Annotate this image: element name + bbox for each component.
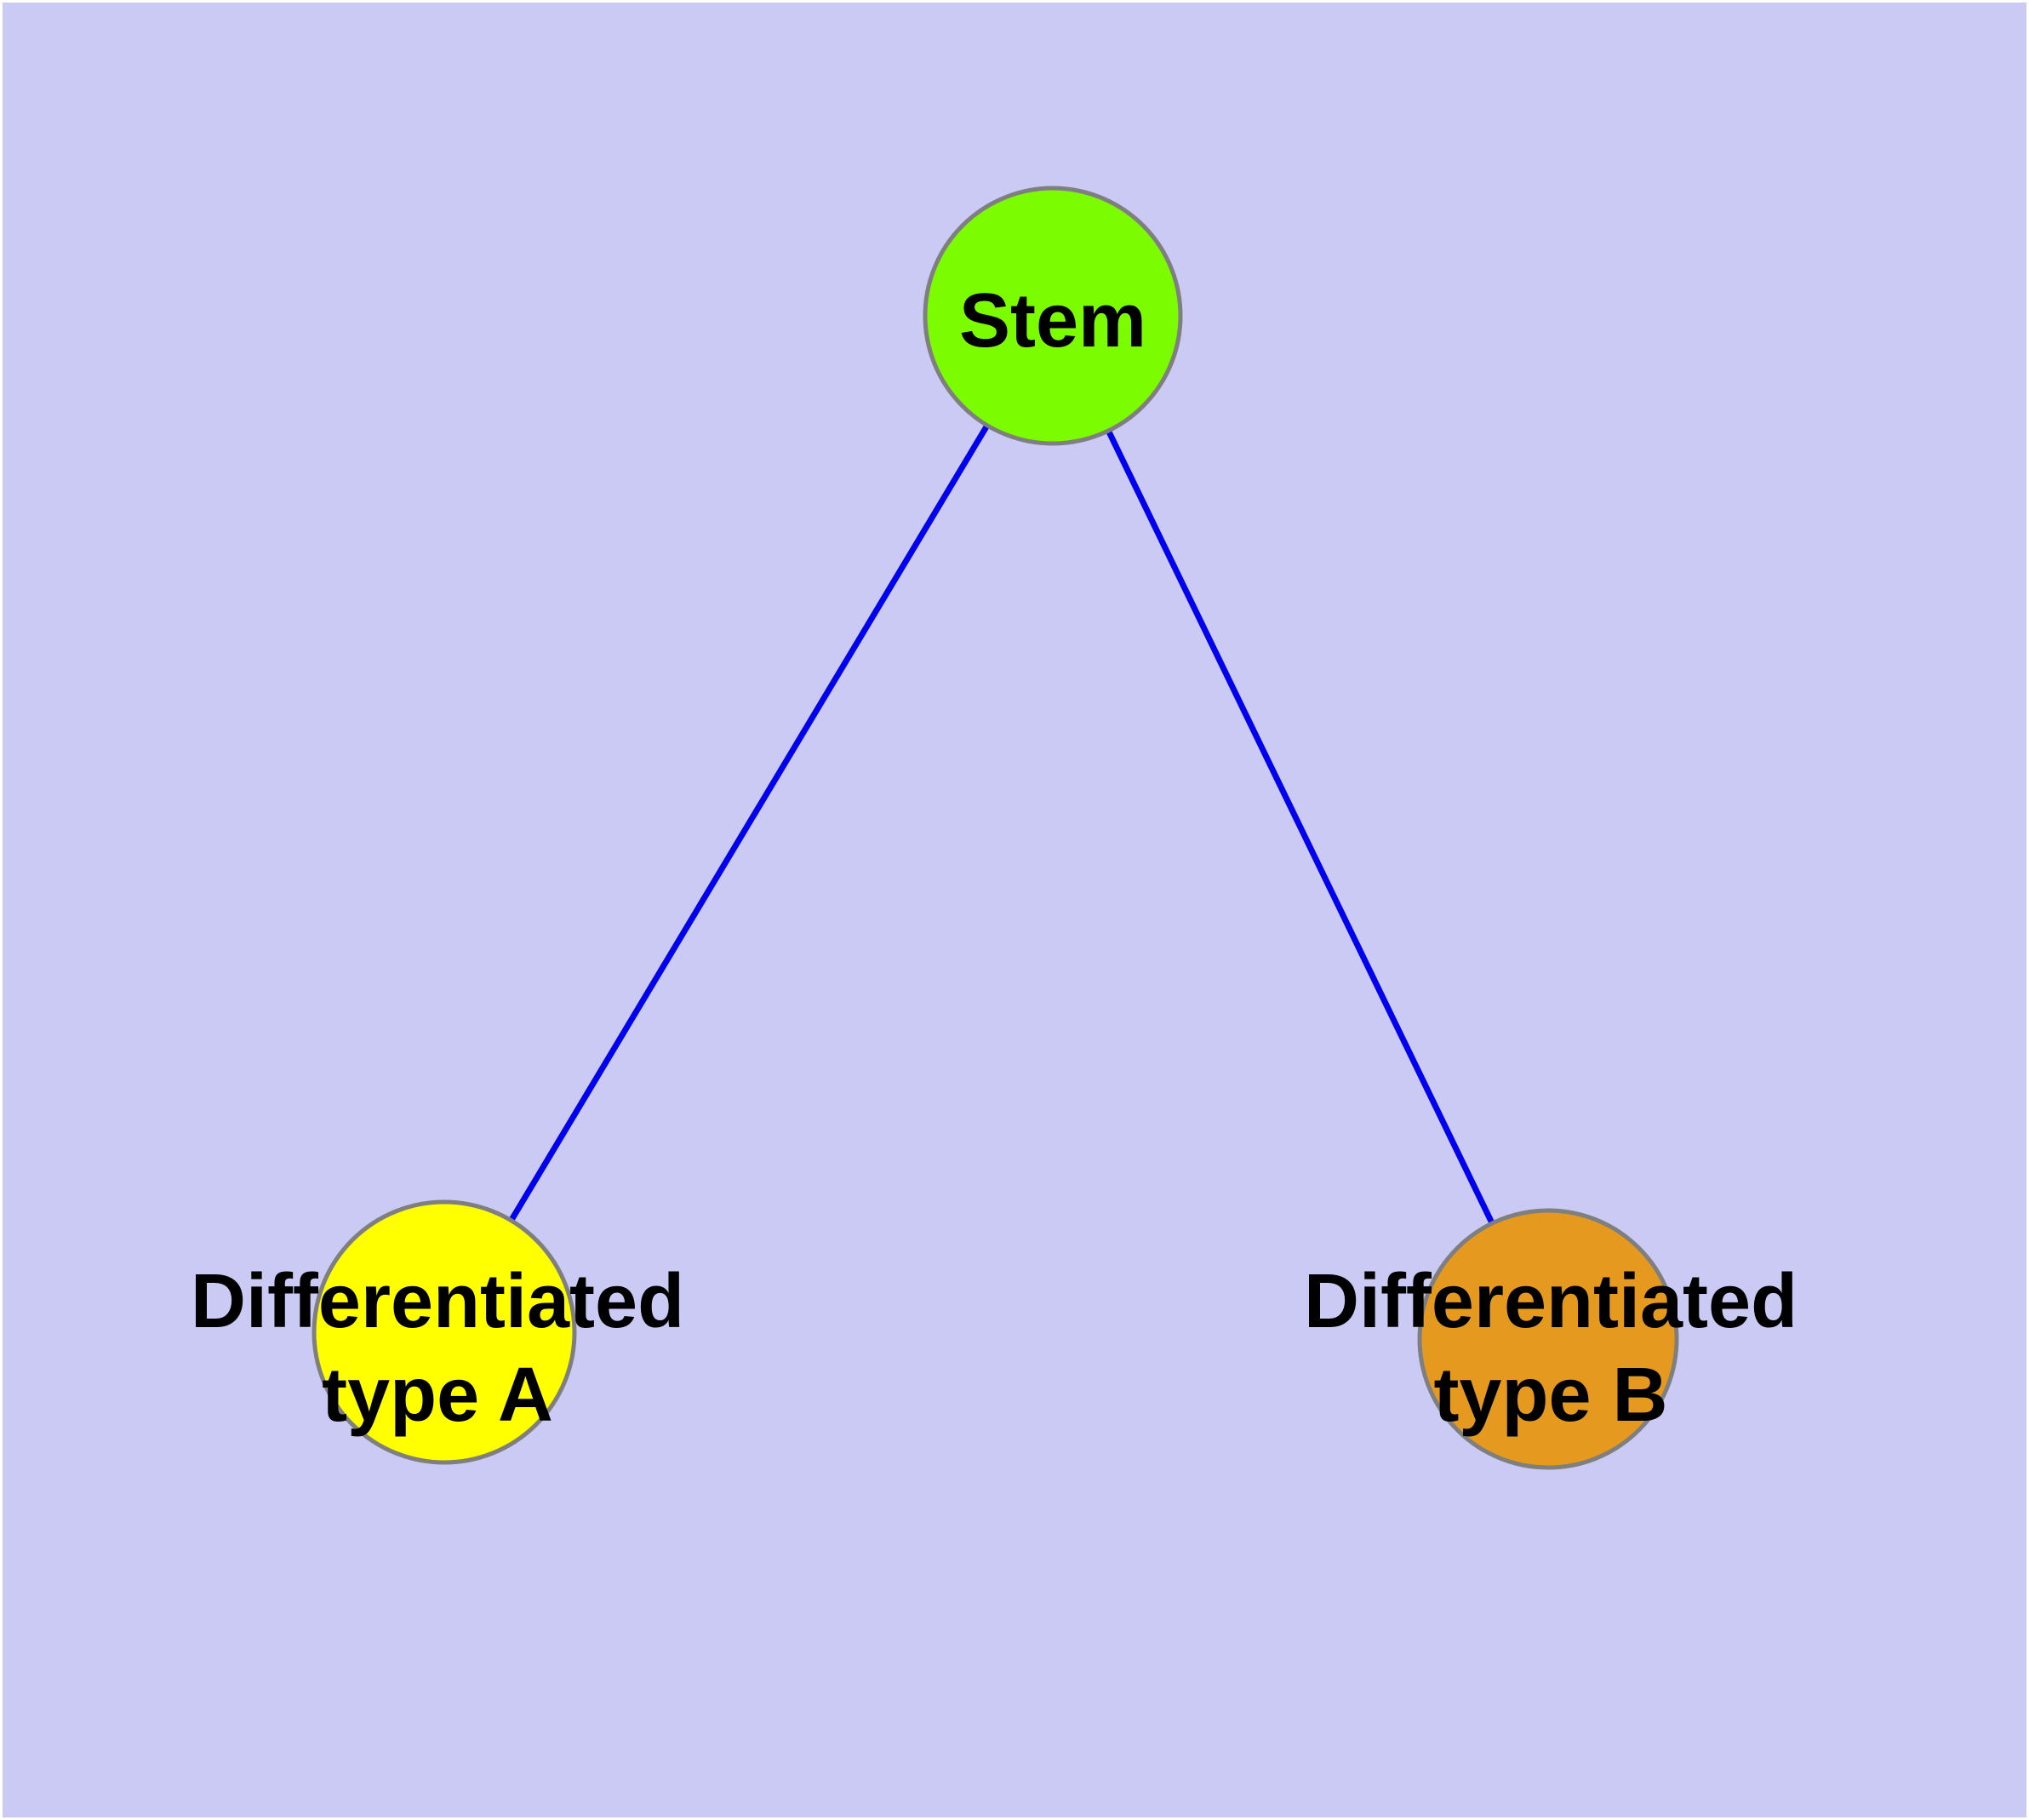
- edge-stem-to-type-a: [441, 314, 1056, 1334]
- edge-stem-to-type-b: [1049, 314, 1552, 1341]
- node-type-a-circle: [311, 1199, 577, 1465]
- node-type-b-circle: [1417, 1208, 1679, 1470]
- node-stem-circle: [923, 186, 1183, 446]
